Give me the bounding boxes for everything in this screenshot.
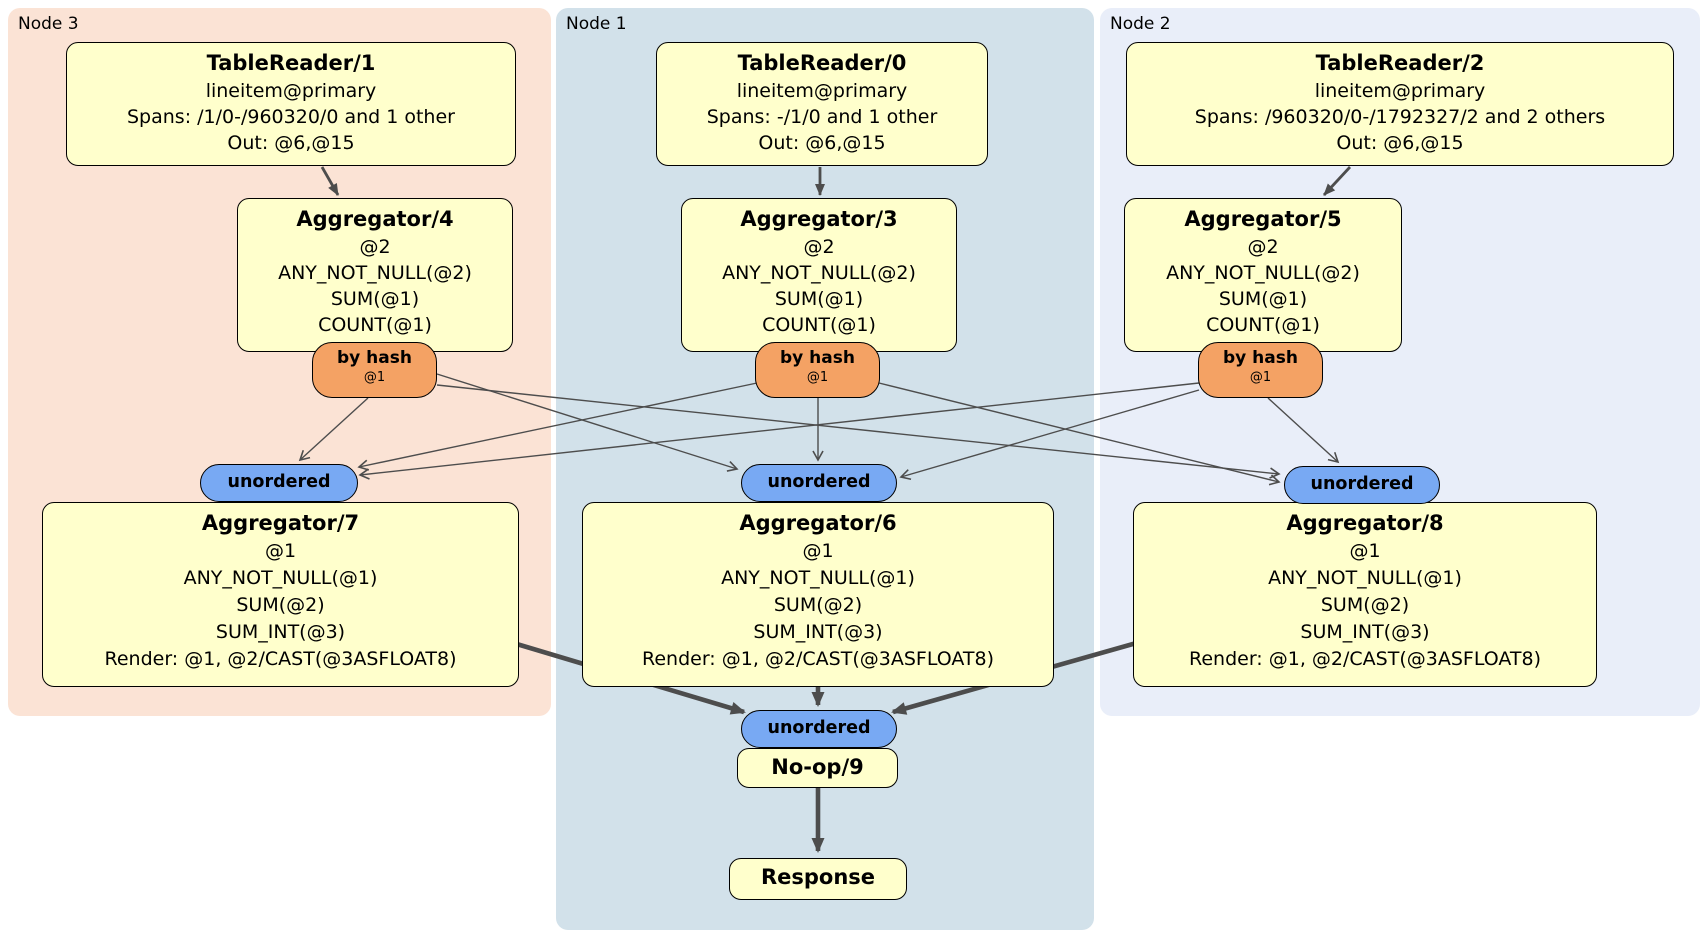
processor-aggregator-8: Aggregator/8 @1 ANY_NOT_NULL(@1) SUM(@2)… [1133,502,1597,687]
processor-agg-fn: ANY_NOT_NULL(@2) [722,262,916,284]
processor-out: Out: @6,@15 [1336,132,1464,154]
region-node-2-label: Node 2 [1110,14,1171,34]
processor-agg-fn: SUM(@2) [773,594,863,616]
sync-unordered-agg6: unordered [741,464,897,502]
router-hash-column: @1 [363,370,386,385]
router-by-hash-5: by hash @1 [1198,342,1323,398]
processor-agg-fn: SUM_INT(@3) [753,621,883,643]
processor-render: Render: @1, @2/CAST(@3ASFLOAT8) [104,648,457,670]
router-label: by hash [780,348,855,368]
processor-render: Render: @1, @2/CAST(@3ASFLOAT8) [1189,648,1541,670]
edge-hash5-sync6 [899,389,1200,481]
processor-index: lineitem@primary [1314,80,1486,102]
router-by-hash-4: by hash @1 [312,342,437,398]
region-node-1-label: Node 1 [566,14,627,34]
processor-agg-fn: SUM_INT(@3) [1300,621,1430,643]
processor-title: TableReader/0 [737,51,907,75]
processor-aggregator-3: Aggregator/3 @2 ANY_NOT_NULL(@2) SUM(@1)… [681,198,957,352]
router-label: by hash [337,348,412,368]
router-by-hash-3: by hash @1 [755,342,880,398]
sync-unordered-noop: unordered [741,710,897,748]
processor-title: Aggregator/6 [739,511,897,535]
processor-out: Out: @6,@15 [227,132,355,154]
processor-render: Render: @1, @2/CAST(@3ASFLOAT8) [642,648,994,670]
processor-agg-fn: SUM(@2) [1320,594,1410,616]
processor-aggregator-4: Aggregator/4 @2 ANY_NOT_NULL(@2) SUM(@1)… [237,198,513,352]
processor-groupcols: @2 [359,236,391,258]
processor-title: Aggregator/3 [740,207,898,231]
processor-agg-fn: SUM(@1) [330,288,420,310]
processor-tablereader-2: TableReader/2 lineitem@primary Spans: /9… [1126,42,1674,166]
processor-agg-fn: ANY_NOT_NULL(@1) [183,567,378,589]
processor-aggregator-6: Aggregator/6 @1 ANY_NOT_NULL(@1) SUM(@2)… [582,502,1054,687]
edge-hash5-sync7 [358,382,1200,480]
processor-index: lineitem@primary [205,80,377,102]
response-title: Response [760,865,876,889]
processor-agg-fn: ANY_NOT_NULL(@1) [1268,567,1462,589]
processor-agg-fn: SUM(@1) [1218,288,1308,310]
processor-agg-fn: ANY_NOT_NULL(@1) [721,567,915,589]
processor-title: Aggregator/7 [201,511,360,535]
processor-agg-fn: SUM_INT(@3) [215,621,346,643]
processor-title: No-op/9 [771,755,864,779]
processor-agg-fn: COUNT(@1) [318,314,432,336]
processor-groupcols: @1 [264,540,297,562]
router-hash-column: @1 [1249,370,1272,385]
edge-hash3-sync7 [357,382,758,471]
processor-groupcols: @1 [1349,540,1381,562]
processor-out: Out: @6,@15 [758,132,886,154]
processor-groupcols: @2 [1247,236,1279,258]
router-hash-column: @1 [806,370,829,385]
edge-tr1-agg4 [320,166,340,196]
processor-spans: Spans: /1/0-/960320/0 and 1 other [127,106,455,128]
processor-agg-fn: SUM(@1) [774,288,864,310]
response-node: Response [729,858,907,900]
processor-tablereader-0: TableReader/0 lineitem@primary Spans: -/… [656,42,988,166]
processor-agg-fn: ANY_NOT_NULL(@2) [1166,262,1360,284]
edge-hash4-sync6 [436,373,739,472]
processor-agg-fn: ANY_NOT_NULL(@2) [278,262,472,284]
processor-agg-fn: SUM(@2) [236,594,325,616]
processor-title: Aggregator/8 [1286,511,1444,535]
edge-hash4-sync7 [298,397,369,462]
processor-groupcols: @2 [803,236,835,258]
processor-title: Aggregator/5 [1184,207,1342,231]
processor-agg-fn: COUNT(@1) [762,314,876,336]
region-node-3-label: Node 3 [18,14,79,34]
sync-unordered-agg8: unordered [1284,466,1440,504]
router-label: by hash [1223,348,1298,368]
processor-groupcols: @1 [802,540,834,562]
processor-tablereader-1: TableReader/1 lineitem@primary Spans: /1… [66,42,516,166]
processor-title: TableReader/2 [1315,51,1485,75]
edge-hash3-sync8 [878,382,1281,486]
processor-spans: Spans: /960320/0-/1792327/2 and 2 others [1194,106,1606,128]
processor-aggregator-7: Aggregator/7 @1 ANY_NOT_NULL(@1) SUM(@2)… [42,502,519,687]
processor-noop-9: No-op/9 [737,748,898,788]
processor-title: Aggregator/4 [296,207,454,231]
sync-unordered-agg7: unordered [200,464,358,502]
processor-aggregator-5: Aggregator/5 @2 ANY_NOT_NULL(@2) SUM(@1)… [1124,198,1402,352]
processor-agg-fn: COUNT(@1) [1206,314,1320,336]
edge-hash5-sync8 [1267,397,1340,464]
processor-index: lineitem@primary [736,80,908,102]
edge-hash4-sync8 [436,384,1281,479]
edge-tr2-agg5 [1322,166,1352,196]
processor-title: TableReader/1 [206,51,376,75]
processor-spans: Spans: -/1/0 and 1 other [706,106,938,128]
